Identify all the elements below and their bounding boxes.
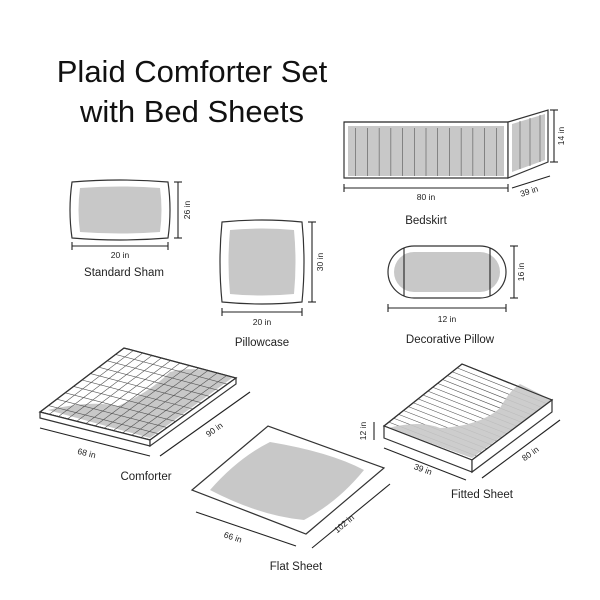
comforter-grid-line — [115, 354, 228, 385]
standard-sham-width: 20 in — [111, 250, 130, 260]
comforter-grid-line — [56, 398, 168, 428]
fitted-sheet-length: 80 in — [520, 444, 541, 463]
comforter-grid — [48, 350, 228, 438]
fitted-sheet-width-dimension-line — [383, 447, 467, 481]
flat-sheet-label: Flat Sheet — [270, 561, 323, 573]
fitted-sheet-illustration — [382, 363, 554, 474]
comforter-length-dimension-line — [159, 391, 251, 457]
pillowcase-label: Pillowcase — [235, 337, 289, 349]
comforter-label: Comforter — [120, 471, 171, 483]
comforter-grid-line — [73, 386, 185, 416]
comforter-width: 68 in — [77, 446, 98, 460]
standard-sham-label: Standard Sham — [84, 267, 164, 279]
comforter-grid-line — [65, 392, 176, 422]
bedskirt-pleats — [355, 128, 497, 176]
comforter-width-dimension-line — [39, 427, 151, 457]
comforter-grid-line — [90, 373, 202, 404]
decorative-pillow-label: Decorative Pillow — [406, 334, 495, 346]
comforter-grid-line — [81, 379, 194, 410]
comforter-illustration — [38, 347, 238, 448]
comforter-grid-line — [107, 360, 219, 391]
fitted-sheet-width: 39 in — [413, 461, 434, 477]
bedskirt-width-dimension-line — [511, 175, 551, 189]
bedskirt-label: Bedskirt — [405, 215, 447, 227]
comforter-grid-line — [98, 366, 211, 397]
flat-sheet-width: 66 in — [223, 530, 244, 545]
standard-sham-height: 26 in — [182, 201, 192, 220]
flat-sheet-width-dimension-line — [195, 511, 297, 547]
decorative-pillow-diameter: 16 in — [516, 263, 526, 282]
fitted-sheet-length-dimension-line — [481, 419, 561, 479]
bedskirt-length: 80 in — [417, 192, 436, 202]
pillowcase-height: 30 in — [315, 253, 325, 272]
fitted-sheet-label: Fitted Sheet — [451, 489, 514, 501]
bedskirt-drop: 14 in — [556, 127, 566, 146]
pillowcase-width: 20 in — [253, 317, 272, 327]
pillowcase-illustration — [219, 219, 305, 305]
flat-sheet-illustration — [190, 425, 386, 535]
fitted-sheet-depth: 12 in — [358, 422, 368, 441]
comforter-grid-line — [48, 405, 159, 435]
title-line-2: with Bed Sheets — [79, 94, 304, 129]
decorative-pillow-illustration — [387, 245, 507, 299]
decorative-pillow-length: 12 in — [438, 314, 457, 324]
flat-sheet-length-dimension-line — [311, 483, 391, 549]
bedskirt-illustration — [343, 109, 549, 179]
standard-sham-illustration — [69, 179, 171, 241]
flat-sheet-length: 102 in — [332, 512, 356, 535]
title-line-1: Plaid Comforter Set — [57, 54, 328, 89]
bedskirt-width: 39 in — [519, 183, 540, 198]
